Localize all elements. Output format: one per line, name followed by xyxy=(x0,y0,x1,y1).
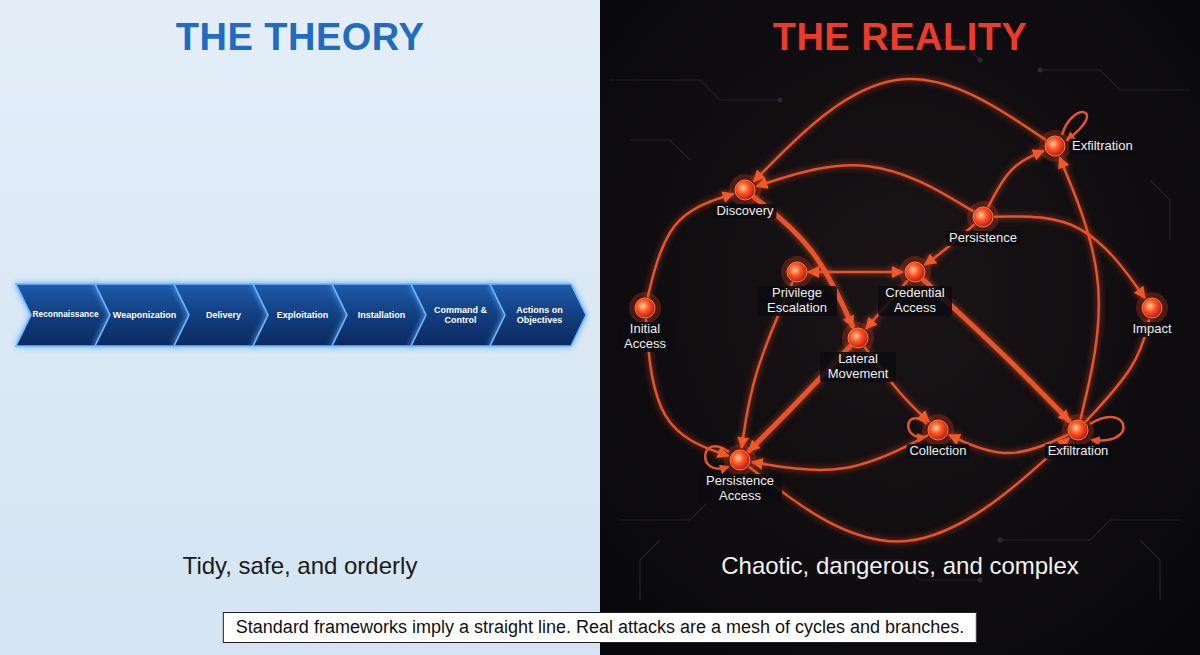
kill-chain-step: Installation xyxy=(332,284,428,346)
kill-chain-step: Reconnaissance xyxy=(16,284,112,346)
circuit-texture xyxy=(610,40,1190,600)
tactic-node: Initial Access xyxy=(635,298,655,318)
attack-path-arrow xyxy=(750,439,1069,542)
step-label: Exploitation xyxy=(277,310,329,320)
attack-path-arrow xyxy=(989,151,1043,206)
node-dot xyxy=(965,199,1001,235)
chevron-text-box: Command & Control xyxy=(427,284,494,346)
chevron-text-box: Installation xyxy=(348,284,415,346)
tactic-node: Privilege Escalation xyxy=(787,262,807,282)
panel-subtitle: Chaotic, dangerous, and complex xyxy=(721,552,1079,580)
tactic-label: Persistence xyxy=(946,231,1020,246)
step-label: Delivery xyxy=(206,310,241,320)
node-dot xyxy=(779,254,815,290)
tactic-label: Lateral Movement xyxy=(820,352,896,382)
tactic-node: Discovery xyxy=(735,180,755,200)
panel-subtitle: Tidy, safe, and orderly xyxy=(183,552,418,580)
tactic-label: Exfiltration xyxy=(1045,444,1112,459)
step-label: Weaponization xyxy=(113,310,176,320)
node-dot xyxy=(627,290,663,326)
node-dot xyxy=(1134,290,1170,326)
attack-path-arrow xyxy=(757,165,972,211)
tactic-node: Persistence Access xyxy=(730,450,750,470)
kill-chain-step: Actions on Objectives xyxy=(490,284,586,346)
kill-chain-step: Weaponization xyxy=(95,284,191,346)
tactic-label: Collection xyxy=(906,444,969,459)
kill-chain-step: Delivery xyxy=(174,284,270,346)
tactic-label: Privilege Escalation xyxy=(757,286,837,316)
tactic-label: Initial Access xyxy=(617,322,673,352)
attack-path-arrow xyxy=(754,79,1045,181)
kill-chain-step: Command & Control xyxy=(411,284,507,346)
tactic-node: Lateral Movement xyxy=(848,328,868,348)
node-dot xyxy=(727,172,763,208)
node-dot xyxy=(840,320,876,356)
node-dot xyxy=(722,442,758,478)
step-label: Installation xyxy=(358,310,406,320)
node-dot xyxy=(1060,412,1096,448)
tactic-node: Exfiltration xyxy=(1045,136,1065,156)
attack-path-arrow xyxy=(809,271,902,274)
tactic-label: Impact xyxy=(1129,322,1174,337)
tactic-node: Impact xyxy=(1142,298,1162,318)
tactic-label: Credential Access xyxy=(878,286,952,316)
chevron-text-box: Reconnaissance xyxy=(32,284,99,346)
right-panel xyxy=(600,0,1200,655)
tactic-node: Collection xyxy=(928,420,948,440)
node-dot xyxy=(1037,128,1073,164)
node-dot xyxy=(920,412,956,448)
panel-title: THE THEORY xyxy=(176,16,425,59)
chevron-text-box: Delivery xyxy=(190,284,257,346)
left-panel xyxy=(0,0,600,655)
chevron-text-box: Weaponization xyxy=(111,284,178,346)
chevron-text-box: Exploitation xyxy=(269,284,336,346)
caption-box: Standard frameworks imply a straight lin… xyxy=(223,612,977,643)
tactic-node: Exfiltration xyxy=(1068,420,1088,440)
kill-chain-step: Exploitation xyxy=(253,284,349,346)
tactic-node: Persistence xyxy=(973,207,993,227)
attack-path-arrow xyxy=(1060,158,1099,418)
attack-path-arrow xyxy=(753,436,928,471)
tactic-label: Discovery xyxy=(713,204,776,219)
step-label: Actions on Objectives xyxy=(506,305,573,326)
step-label: Reconnaissance xyxy=(32,310,98,320)
tactic-label: Persistence Access xyxy=(698,474,782,504)
node-dot xyxy=(897,254,933,290)
attack-path-arrow xyxy=(995,216,1144,297)
tactic-label: Exfiltration xyxy=(1069,139,1136,154)
chevron-text-box: Actions on Objectives xyxy=(506,284,573,346)
panel-title: THE REALITY xyxy=(773,16,1028,59)
step-label: Command & Control xyxy=(427,305,494,326)
tactic-node: Credential Access xyxy=(905,262,925,282)
